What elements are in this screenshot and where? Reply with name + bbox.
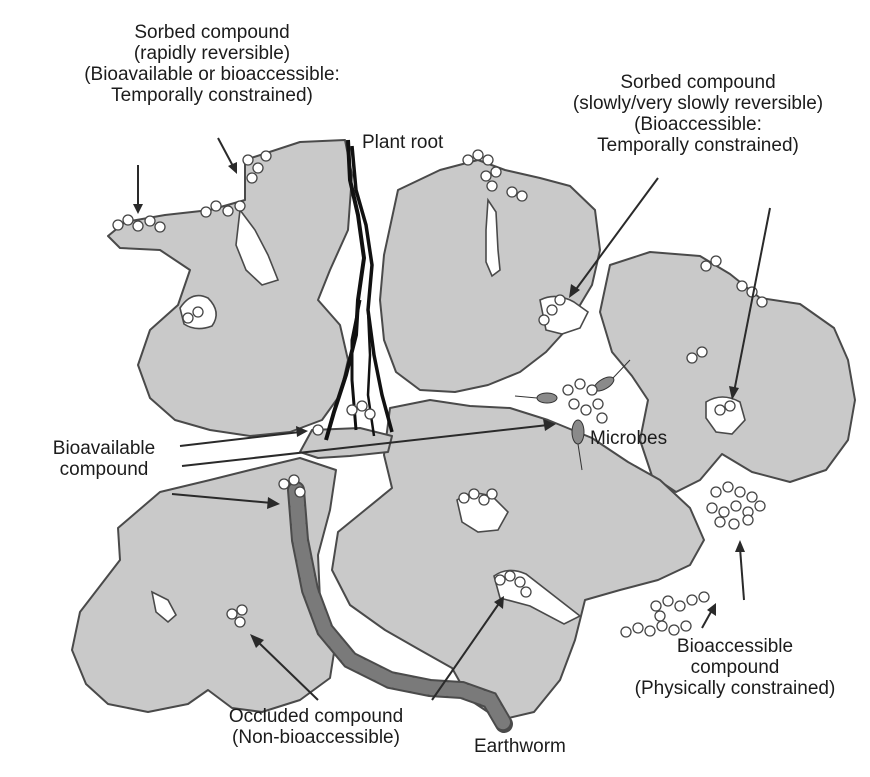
label-occluded-compound: Occluded compound (Non-bioaccessible) xyxy=(206,706,426,748)
label-microbes: Microbes xyxy=(590,428,667,449)
label-sorbed-rapid: Sorbed compound (rapidly reversible) (Bi… xyxy=(62,22,362,106)
aggregate-top-center xyxy=(380,160,600,392)
label-earthworm: Earthworm xyxy=(474,736,566,757)
label-bioavailable-compound: Bioavailable compound xyxy=(44,438,164,480)
aggregate-top-left xyxy=(108,140,352,436)
aggregate-right xyxy=(600,252,855,492)
label-bioaccessible-compound: Bioaccessible compound (Physically const… xyxy=(612,636,858,699)
label-sorbed-slow: Sorbed compound (slowly/very slowly reve… xyxy=(548,72,848,156)
label-plant-root: Plant root xyxy=(362,132,443,153)
